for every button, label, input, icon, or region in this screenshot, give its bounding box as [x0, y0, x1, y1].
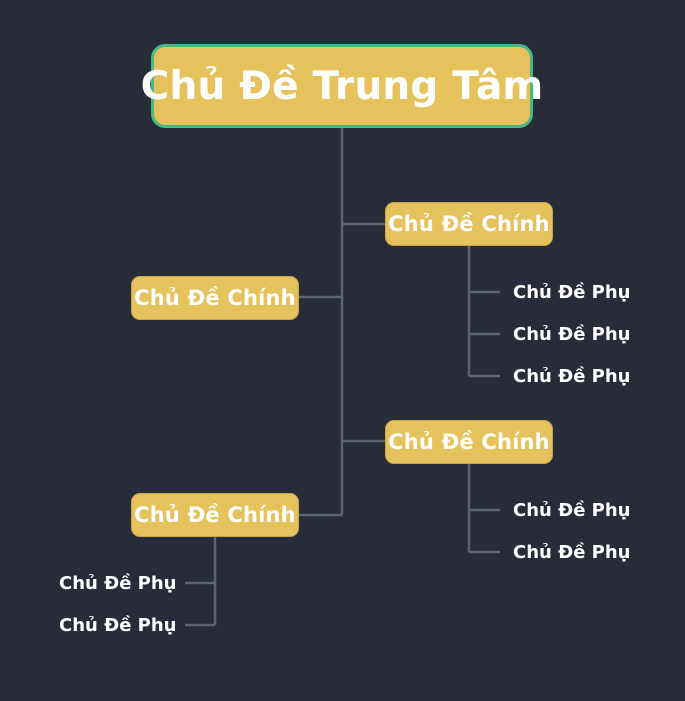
central-topic[interactable]: Chủ Đề Trung Tâm	[141, 44, 543, 128]
subtopic-1-3[interactable]: Chủ Đề Phụ	[513, 366, 631, 387]
subtopic-3-2[interactable]: Chủ Đề Phụ	[513, 542, 631, 563]
subtopic-1-2[interactable]: Chủ Đề Phụ	[513, 324, 631, 345]
main-topic-1[interactable]: Chủ Đề Chính	[385, 202, 553, 246]
subtopic-1-1[interactable]: Chủ Đề Phụ	[513, 282, 631, 303]
main-topic-3[interactable]: Chủ Đề Chính	[385, 420, 553, 464]
subtopic-4-2[interactable]: Chủ Đề Phụ	[59, 615, 177, 636]
subtopic-3-1[interactable]: Chủ Đề Phụ	[513, 500, 631, 521]
main-topic-2[interactable]: Chủ Đề Chính	[131, 276, 299, 320]
subtopic-4-1[interactable]: Chủ Đề Phụ	[59, 573, 177, 594]
main-topic-4[interactable]: Chủ Đề Chính	[131, 493, 299, 537]
